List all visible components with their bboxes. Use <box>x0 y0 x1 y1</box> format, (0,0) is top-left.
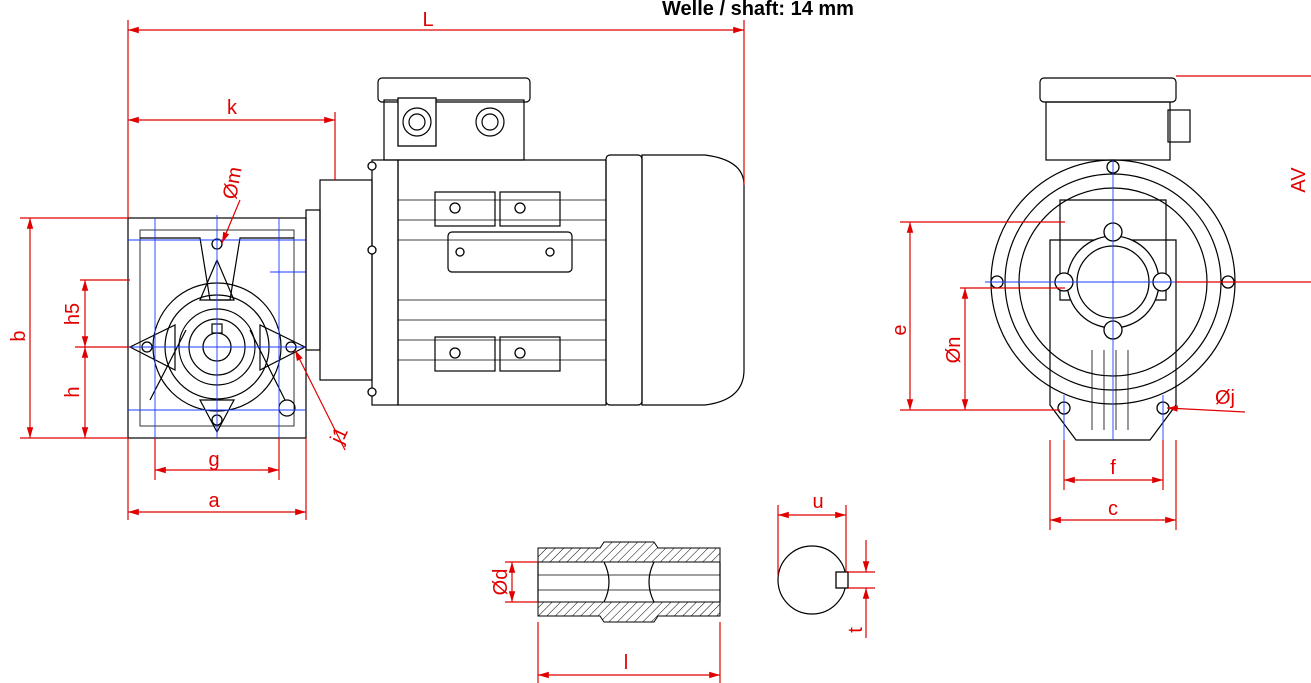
motor-side-view <box>305 77 745 406</box>
label-u: u <box>812 491 823 513</box>
label-AV: AV <box>1288 167 1310 193</box>
label-j1: j1 <box>326 424 353 448</box>
shaft-section <box>537 541 849 623</box>
label-e: e <box>889 324 911 335</box>
label-c: c <box>1108 498 1118 520</box>
label-h: h <box>62 386 84 397</box>
label-k: k <box>227 97 238 119</box>
label-m: Øm <box>219 165 246 201</box>
label-t: t <box>845 627 867 633</box>
dimension-labels: L k Øm b h5 h j1 g a AV e Øn Øj f c u Ød… <box>8 9 1310 674</box>
shaft-title: Welle / shaft: 14 mm <box>662 0 854 20</box>
label-a: a <box>208 490 220 512</box>
label-l: l <box>624 652 628 674</box>
label-n: Øn <box>943 337 965 364</box>
label-b: b <box>8 330 30 341</box>
label-d: Ød <box>490 569 512 596</box>
label-h5: h5 <box>62 303 84 325</box>
label-L: L <box>422 9 433 31</box>
label-j: Øj <box>1215 387 1235 409</box>
label-f: f <box>1110 457 1116 479</box>
dimension-lines <box>20 20 1311 683</box>
side-view <box>985 77 1240 441</box>
label-g: g <box>208 449 219 471</box>
gearbox-front-view <box>127 215 307 439</box>
